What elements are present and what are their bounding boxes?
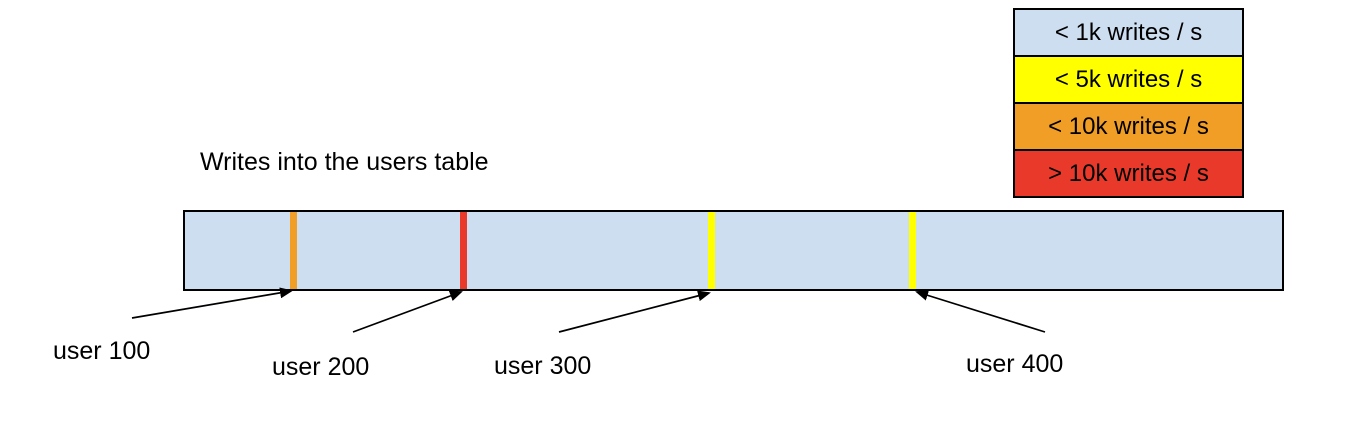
write-hotspot-stripe-user-100 <box>290 212 297 289</box>
legend-item-label: > 10k writes / s <box>1048 159 1209 187</box>
diagram-title: Writes into the users table <box>200 148 489 176</box>
legend-item: < 5k writes / s <box>1015 57 1242 104</box>
write-hotspot-stripe-user-200 <box>460 212 467 289</box>
write-hotspot-stripe-user-300 <box>708 212 715 289</box>
legend-item: < 10k writes / s <box>1015 104 1242 151</box>
arrow-user-200 <box>352 290 463 333</box>
legend-item: > 10k writes / s <box>1015 151 1242 196</box>
users-table-bar <box>183 210 1284 291</box>
legend-item-label: < 1k writes / s <box>1054 18 1203 46</box>
arrow-user-300 <box>558 290 711 333</box>
label-user-300: user 300 <box>494 352 592 380</box>
legend: < 1k writes / s < 5k writes / s < 10k writ… <box>1013 8 1244 198</box>
arrow-user-100 <box>131 287 293 319</box>
label-user-100: user 100 <box>53 337 151 365</box>
write-hotspot-stripe-user-400 <box>909 212 916 289</box>
label-user-200: user 200 <box>272 353 370 381</box>
legend-item-label: < 5k writes / s <box>1054 65 1203 93</box>
label-user-400: user 400 <box>966 350 1064 378</box>
arrow-user-400 <box>915 290 1046 333</box>
legend-item-label: < 10k writes / s <box>1048 112 1209 140</box>
legend-item: < 1k writes / s <box>1015 10 1242 57</box>
